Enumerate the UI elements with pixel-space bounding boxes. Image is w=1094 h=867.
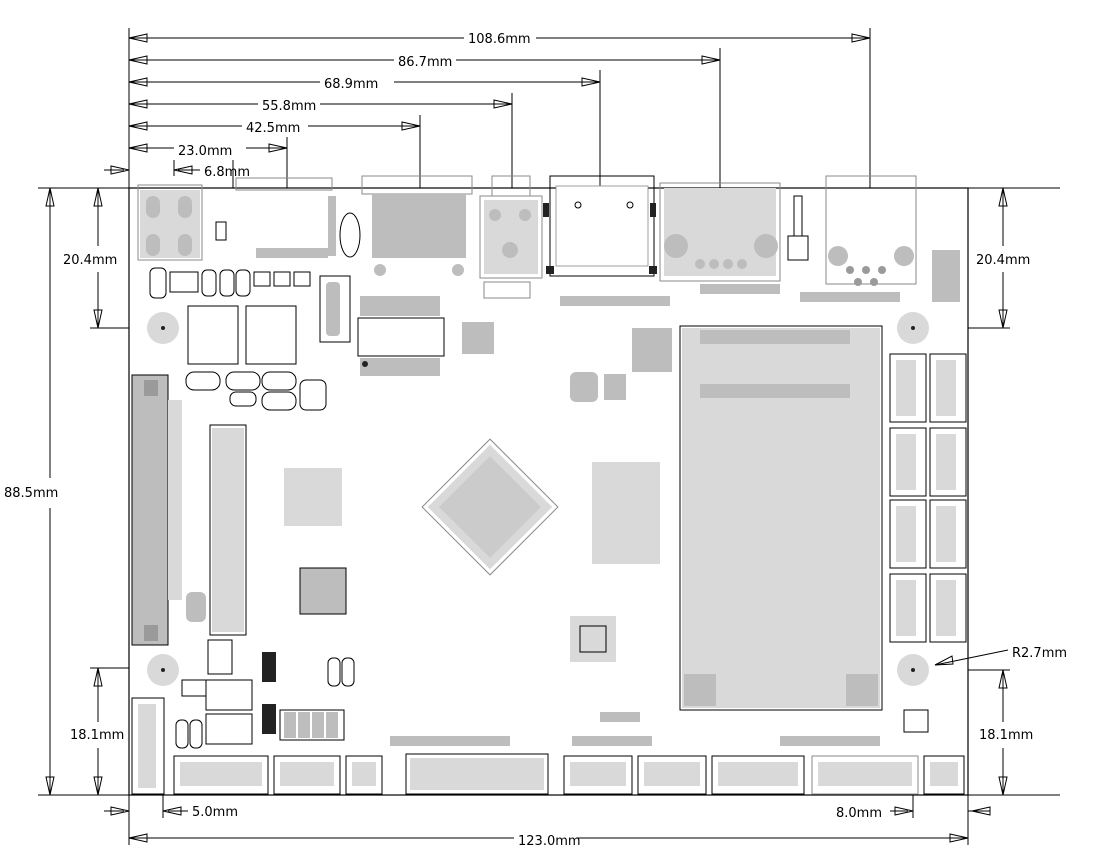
top-connectors <box>137 175 960 302</box>
left-components <box>131 267 445 646</box>
center-components <box>175 322 672 749</box>
dimension-lines <box>45 33 1009 843</box>
dim-5-0-label: 5.0mm <box>192 805 238 820</box>
radius-label: R2.7mm <box>1012 646 1067 661</box>
dim-18-1-right-label: 18.1mm <box>979 728 1033 743</box>
mounting-holes <box>147 312 929 686</box>
dim-123-0-label: 123.0mm <box>518 834 581 849</box>
dim-8-0-label: 8.0mm <box>836 806 882 821</box>
dim-20-4-right-label: 20.4mm <box>976 253 1030 268</box>
dim-18-1-left-label: 18.1mm <box>70 728 124 743</box>
dim-88-5-label: 88.5mm <box>4 486 58 501</box>
right-headers <box>889 353 967 733</box>
bottom-connectors <box>131 697 965 795</box>
dim-6-8-label: 6.8mm <box>204 165 250 180</box>
dimension-labels: 108.6mm 86.7mm 68.9mm 55.8mm 42.5mm 23.0… <box>4 32 1067 849</box>
dim-23-0-label: 23.0mm <box>178 144 232 159</box>
dim-55-8-label: 55.8mm <box>262 99 316 114</box>
dim-20-4-left-label: 20.4mm <box>63 253 117 268</box>
dim-68-9-label: 68.9mm <box>324 77 378 92</box>
right-module <box>560 284 900 711</box>
dim-108-6-label: 108.6mm <box>468 32 531 47</box>
dim-86-7-label: 86.7mm <box>398 55 452 70</box>
dim-42-5-label: 42.5mm <box>246 121 300 136</box>
